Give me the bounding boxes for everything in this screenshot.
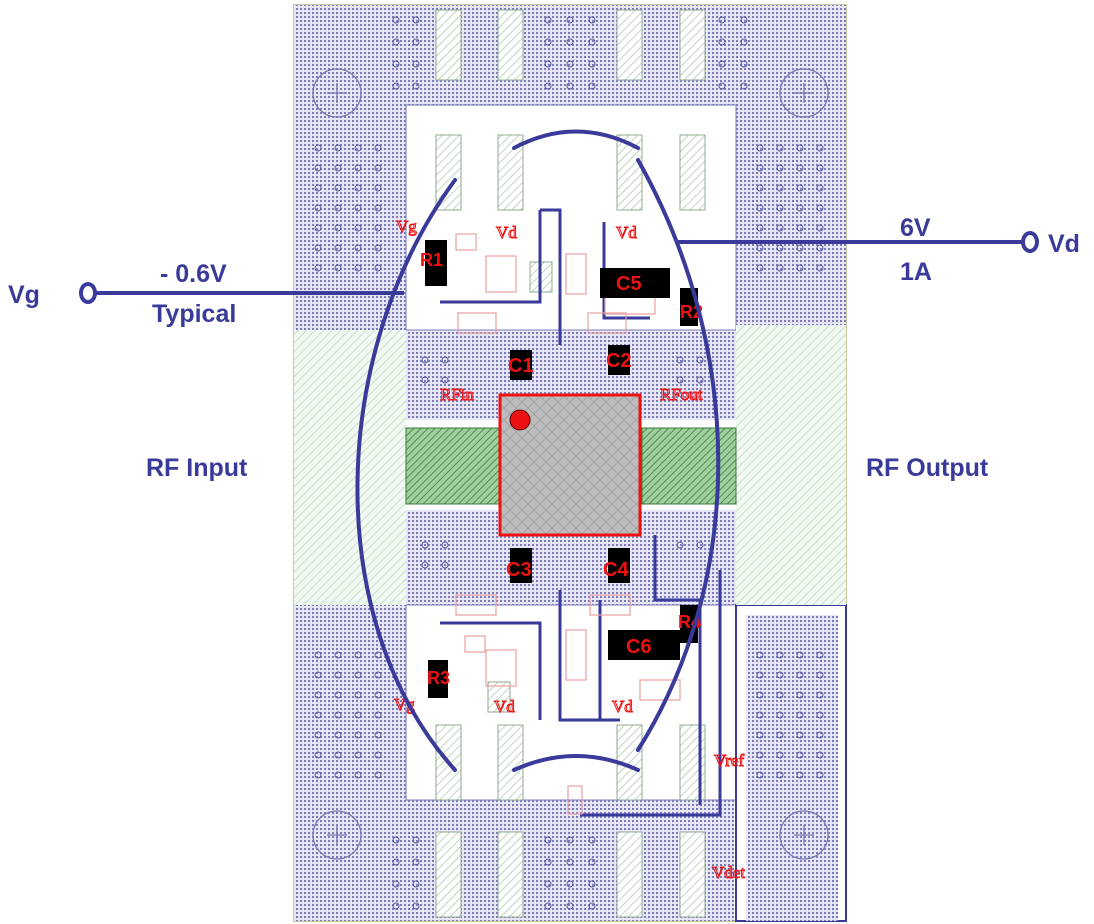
vg-terminal [79,282,97,304]
rf-input-label: RF Input [146,454,248,482]
net-vg-top: Vg [396,217,417,236]
ref-r3: R3 [427,668,450,688]
vg-voltage-label: - 0.6V [160,260,227,288]
via-arrays [314,16,824,910]
net-vdet: Vdet [712,863,745,882]
left-bracket-arc [355,178,457,772]
supply-wires [96,240,1022,295]
mounting-holes [312,68,829,860]
callout-labels: Vg - 0.6V Typical 6V 1A Vd RF Input RF O… [8,214,1080,482]
c2-body [608,345,630,375]
bias-traces [440,208,722,817]
vd-terminal [1021,231,1039,253]
vg-label: Vg [8,281,40,309]
ref-c3: C3 [506,559,532,581]
right-bracket-arc [636,158,721,752]
net-vref: Vref [714,751,744,770]
vg-typical-label: Typical [152,300,236,328]
ref-c6: C6 [626,636,652,658]
net-rfin: RFin [440,385,475,404]
pin1-marker [509,409,531,431]
components [425,240,698,698]
net-vd-bottom-left: Vd [494,697,515,716]
annotation-arcs [355,129,721,772]
c3-body [510,548,532,583]
ref-c1: C1 [508,355,534,377]
connector-pads [435,9,706,918]
rf-launch-areas [294,325,846,605]
top-bracket-arc [512,129,640,150]
vd-voltage-label: 6V [900,214,931,242]
c6-body [608,630,680,660]
r3-body [428,660,448,698]
ref-c5: C5 [616,273,642,295]
net-vd-top-right: Vd [616,223,637,242]
mmic-chip [498,393,642,537]
c4-body [608,548,630,583]
r1-body [425,240,447,286]
net-labels: Vg Vd Vd RFin RFout Vg Vd Vd Vref Vdet [394,217,746,883]
ref-c4: C4 [603,559,629,581]
ref-c2: C2 [606,350,632,372]
passive-outlines [455,233,681,815]
vd-label: Vd [1048,230,1080,258]
ref-r1: R1 [420,250,443,270]
terminal-markers [79,231,1039,304]
reference-designators: R1 R2 R3 R4 C1 C2 C3 C4 C5 C6 [420,250,703,688]
vd-current-label: 1A [900,258,932,286]
c5-body [600,268,670,298]
c1-body [510,350,532,380]
bottom-bracket-arc [512,754,640,772]
rf-output-label: RF Output [866,454,989,482]
net-rfout: RFout [660,385,703,404]
net-vd-bottom-right: Vd [612,697,633,716]
net-vd-top-left: Vd [496,223,517,242]
